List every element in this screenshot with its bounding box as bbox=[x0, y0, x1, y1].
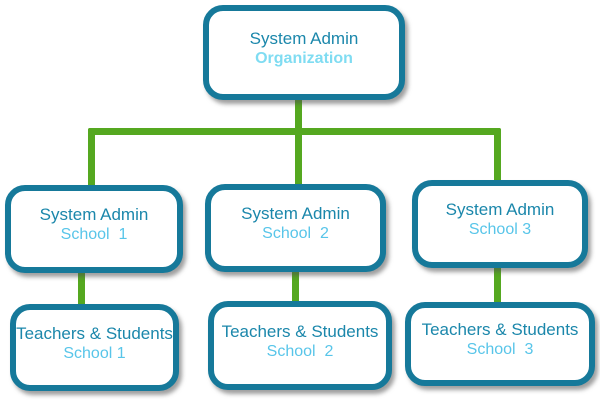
connector-root-vertical bbox=[295, 97, 302, 187]
node-school3-members: Teachers & Students School 3 bbox=[405, 302, 595, 386]
node-title: Teachers & Students bbox=[221, 321, 379, 341]
connector-school3-vertical bbox=[494, 264, 501, 306]
node-school2-admin: System Admin School 2 bbox=[205, 184, 386, 272]
connector-left-drop bbox=[88, 128, 95, 190]
node-subtitle: School 2 bbox=[262, 225, 329, 242]
node-subtitle: School 2 bbox=[266, 342, 334, 360]
node-school1-members: Teachers & Students School 1 bbox=[10, 304, 179, 391]
connector-horizontal-bus bbox=[88, 128, 501, 135]
node-title: System Admin bbox=[241, 204, 350, 223]
connector-school1-vertical bbox=[78, 270, 85, 308]
node-organization-admin: System Admin Organization bbox=[203, 5, 405, 100]
connector-school2-vertical bbox=[292, 269, 299, 305]
node-title: Teachers & Students bbox=[16, 323, 173, 343]
node-subtitle: School 1 bbox=[60, 226, 128, 243]
node-school3-admin: System Admin School 3 bbox=[412, 180, 588, 268]
node-subtitle: Organization bbox=[255, 49, 353, 67]
node-subtitle: School 3 bbox=[468, 221, 532, 238]
node-subtitle: School 1 bbox=[63, 344, 126, 362]
node-title: Teachers & Students bbox=[421, 320, 579, 339]
node-subtitle: School 3 bbox=[466, 341, 534, 358]
node-title: System Admin bbox=[249, 28, 359, 48]
node-school1-admin: System Admin School 1 bbox=[5, 185, 183, 273]
node-title: System Admin bbox=[39, 205, 149, 224]
node-school2-members: Teachers & Students School 2 bbox=[208, 301, 392, 390]
node-title: System Admin bbox=[445, 200, 555, 219]
connector-right-drop bbox=[494, 128, 501, 184]
